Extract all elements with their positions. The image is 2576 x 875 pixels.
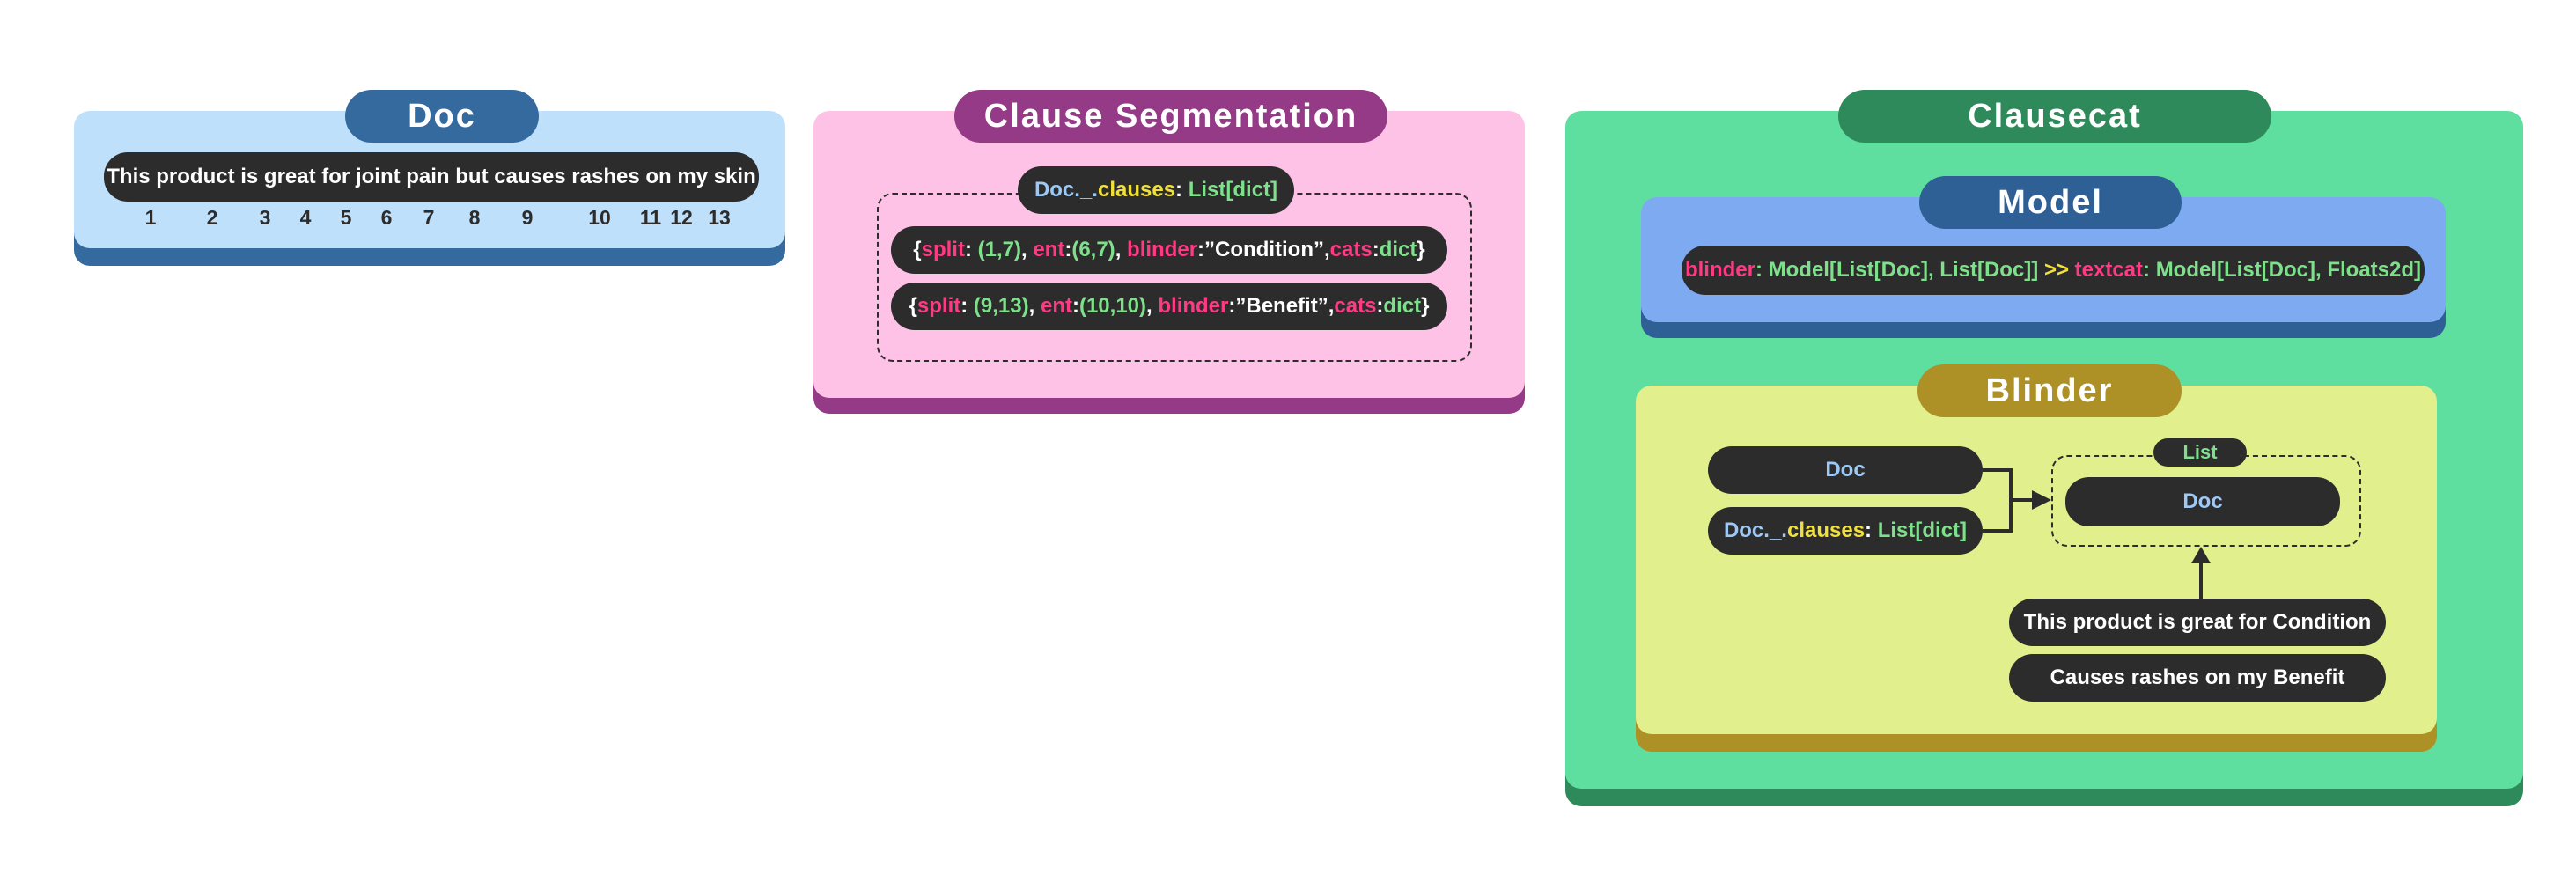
token-index: 7 <box>423 206 435 229</box>
clause-item: {split: (1,7), ent:(6,7), blinder:”Condi… <box>891 226 1447 274</box>
blinder-output-doc: Doc <box>2065 477 2340 526</box>
doc-sentence: This product is great for joint pain but… <box>104 152 759 202</box>
token-index: 4 <box>299 206 312 229</box>
clause-item: {split: (9,13), ent:(10,10), blinder:”Be… <box>891 283 1447 330</box>
token-index: 5 <box>340 206 352 229</box>
doc-title: Doc <box>345 90 539 143</box>
clauses-list-label: Doc._.clauses: List[dict] <box>1018 166 1294 214</box>
blinder-input-doc: Doc <box>1708 446 1983 494</box>
blinded-sentence: This product is great for Condition <box>2009 599 2386 646</box>
token-index: 10 <box>588 206 611 229</box>
token-index: 8 <box>468 206 481 229</box>
token-index: 6 <box>380 206 393 229</box>
token-index: 9 <box>521 206 534 229</box>
arrow-right-icon <box>2032 490 2051 510</box>
clausecat-title: Clausecat <box>1838 90 2271 143</box>
token-index: 2 <box>206 206 218 229</box>
blinder-input-clauses: Doc._.clauses: List[dict] <box>1708 507 1983 555</box>
token-index: 12 <box>670 206 693 229</box>
blinder-title: Blinder <box>1917 364 2182 417</box>
token-index: 1 <box>144 206 157 229</box>
clause-segmentation-title: Clause Segmentation <box>954 90 1387 143</box>
token-index: 13 <box>708 206 731 229</box>
blinded-sentence: Causes rashes on my Benefit <box>2009 654 2386 702</box>
model-signature: blinder: Model[List[Doc], List[Doc]] >> … <box>1682 246 2425 295</box>
blinder-output-list-label: List <box>2153 438 2247 467</box>
connector-line <box>1983 468 2013 533</box>
arrow-up-icon <box>2191 547 2211 563</box>
token-index: 3 <box>259 206 271 229</box>
model-title: Model <box>1919 176 2182 229</box>
token-index: 11 <box>639 206 662 229</box>
